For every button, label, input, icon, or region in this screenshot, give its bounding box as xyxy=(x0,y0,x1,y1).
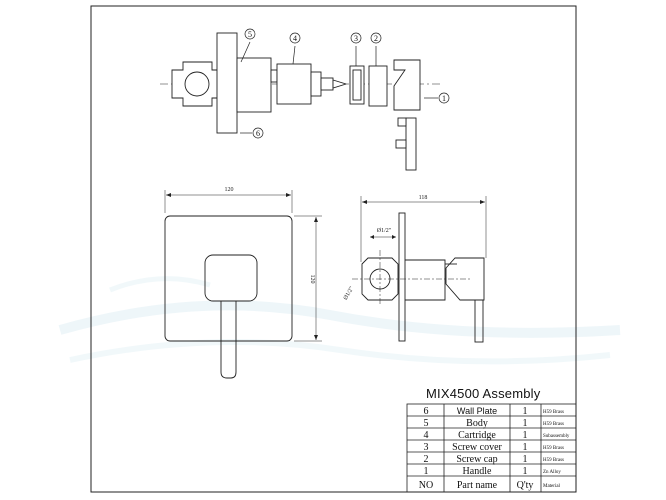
table-cell-name: Body xyxy=(466,418,488,429)
front-height-dimension: 120 xyxy=(309,275,315,284)
callout-1: 1 xyxy=(442,94,446,103)
table-cell-material: H59 Brass xyxy=(543,446,564,451)
callout-4: 4 xyxy=(293,34,297,43)
front-view xyxy=(164,190,322,379)
sheet-border xyxy=(90,5,577,493)
table-header-material: Material xyxy=(543,484,561,489)
table-row: 4 Cartridge 1 Subassembly xyxy=(424,430,570,441)
table-cell-material: H59 Brass xyxy=(543,422,564,427)
table-cell-name: Screw cover xyxy=(452,442,502,453)
exploded-wall-plate xyxy=(216,32,238,134)
table-header-no: NO xyxy=(419,480,433,491)
table-cell-name: Screw cap xyxy=(456,454,497,465)
table-cell-no: 1 xyxy=(424,466,429,477)
table-cell-qty: 1 xyxy=(523,466,528,477)
side-top-pipe-callout: Ø1/2" xyxy=(377,228,392,234)
table-cell-name: Cartridge xyxy=(458,430,496,441)
table-cell-no: 5 xyxy=(424,418,429,429)
table-cell-qty: 1 xyxy=(523,430,528,441)
table-cell-name: Wall Plate xyxy=(457,406,497,416)
front-wall-plate xyxy=(164,215,293,342)
exploded-screw-cap xyxy=(368,65,388,107)
table-cell-material: H59 Brass xyxy=(543,410,564,415)
callout-6: 6 xyxy=(256,129,260,138)
callout-2: 2 xyxy=(374,34,378,43)
assembly-title: MIX4500 Assembly xyxy=(426,386,541,401)
table-cell-no: 3 xyxy=(424,442,429,453)
table-row: 5 Body 1 H59 Brass xyxy=(424,418,565,429)
table-row: 1 Handle 1 Zn Alloy xyxy=(424,466,562,477)
table-cell-qty: 1 xyxy=(523,418,528,429)
table-cell-no: 2 xyxy=(424,454,429,465)
exploded-handle xyxy=(393,59,421,171)
front-width-dimension: 120 xyxy=(225,187,234,193)
table-cell-material: Zn Alloy xyxy=(543,470,561,475)
exploded-cartridge xyxy=(276,63,348,105)
table-cell-qty: 1 xyxy=(523,442,528,453)
table-row: 6 Wall Plate 1 H59 Brass xyxy=(424,406,565,417)
table-cell-no: 4 xyxy=(424,430,429,441)
side-body xyxy=(361,257,399,301)
parts-table xyxy=(406,403,577,493)
table-cell-no: 6 xyxy=(424,406,429,417)
table-cell-name: Handle xyxy=(463,466,492,477)
table-cell-material: H59 Brass xyxy=(543,458,564,463)
table-row: 3 Screw cover 1 H59 Brass xyxy=(424,442,565,453)
table-cell-qty: 1 xyxy=(523,406,528,417)
table-header-row: NO Part name Q'ty Material xyxy=(419,480,561,491)
side-left-pipe-callout: Ø1/2" xyxy=(343,285,356,301)
side-handle xyxy=(445,257,485,301)
table-header-name: Part name xyxy=(457,480,498,491)
watermark xyxy=(58,276,621,365)
parts-table-rows: 6 Wall Plate 1 H59 Brass 5 Body 1 H59 Br… xyxy=(419,406,570,491)
side-view xyxy=(352,196,487,343)
side-wall-plate xyxy=(398,212,406,342)
callout-5: 5 xyxy=(248,30,252,39)
side-depth-dimension: 118 xyxy=(419,195,428,201)
table-row: 2 Screw cap 1 H59 Brass xyxy=(424,454,565,465)
table-header-qty: Q'ty xyxy=(517,480,534,491)
exploded-callouts xyxy=(240,28,450,139)
exploded-view xyxy=(160,32,440,171)
callout-3: 3 xyxy=(354,34,358,43)
front-handle xyxy=(204,254,258,302)
table-cell-qty: 1 xyxy=(523,454,528,465)
table-cell-material: Subassembly xyxy=(543,434,570,439)
